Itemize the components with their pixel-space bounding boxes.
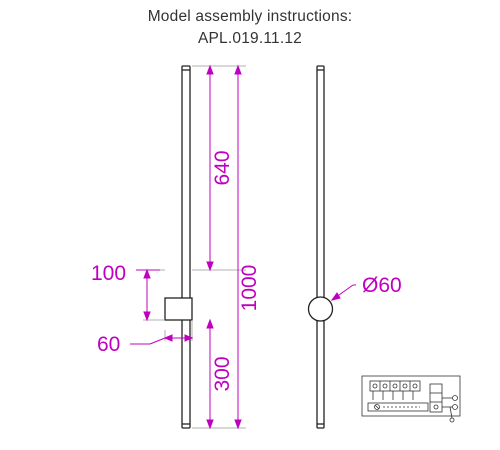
dim-640-label: 640 [211,150,234,185]
dim-100-label: 100 [91,262,126,285]
model-code: APL.019.11.12 [197,30,302,47]
wall-mount-block [164,297,193,321]
diameter-leader [330,284,356,301]
wiring-diagram [361,375,461,423]
dim-300-label: 300 [211,356,234,391]
dimension-lines [130,64,242,430]
dim-60-label: 60 [97,333,120,356]
diagram-title: Model assembly instructions: [147,8,353,25]
front-view-rod [316,65,325,429]
round-wall-mount [307,296,334,322]
dim-diameter-label: Ø60 [362,274,402,297]
side-view-rod [181,65,191,429]
dim-1000-label: 1000 [238,265,261,312]
